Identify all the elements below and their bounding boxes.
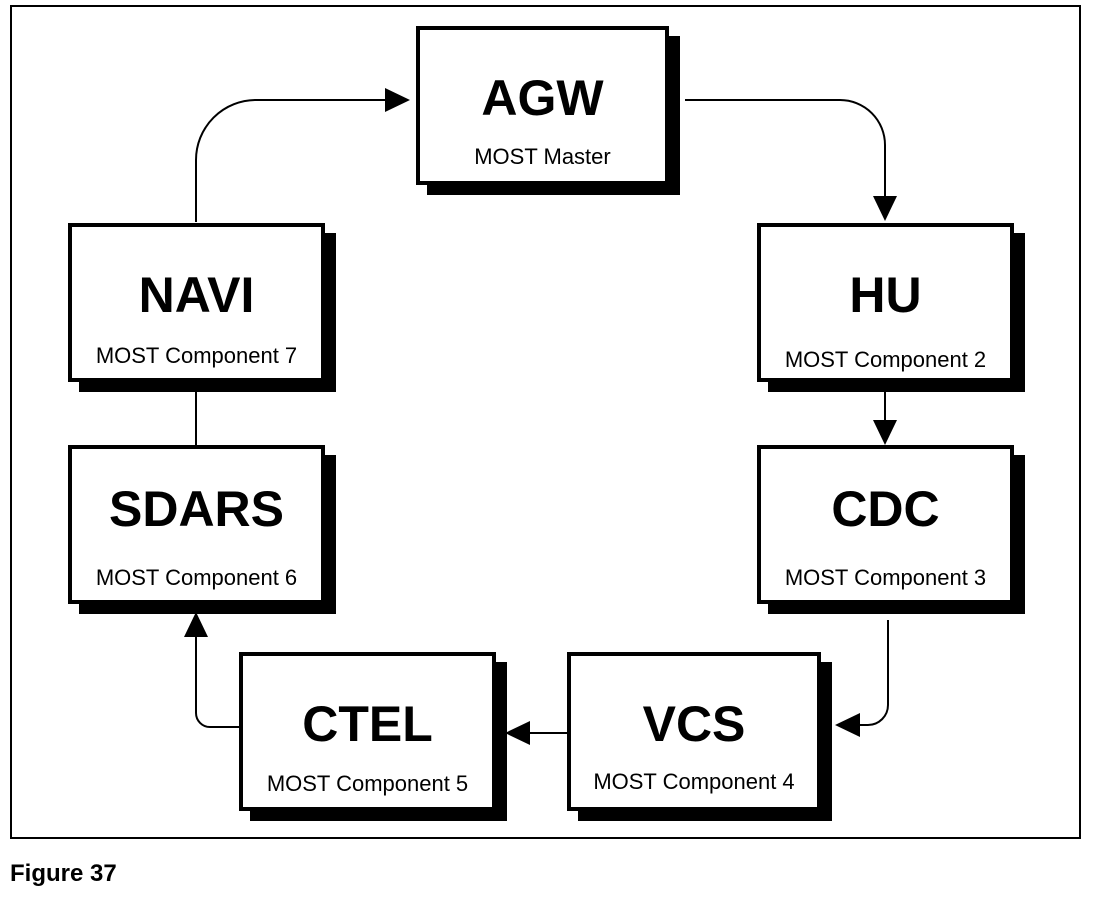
node-vcs-subtitle: MOST Component 4 — [593, 769, 795, 794]
node-vcs: VCS MOST Component 4 — [567, 652, 821, 811]
node-vcs-title: VCS — [642, 696, 746, 752]
arrowhead-ctel — [505, 721, 530, 745]
node-sdars: SDARS MOST Component 6 — [68, 445, 325, 604]
node-navi-subtitle: MOST Component 7 — [95, 343, 298, 368]
node-agw: AGW MOST Master — [416, 26, 669, 185]
node-sdars-title: SDARS — [108, 481, 285, 537]
diagram-frame — [10, 5, 1081, 839]
node-agw-subtitle: MOST Master — [474, 144, 611, 169]
node-hu-title: HU — [849, 267, 922, 323]
arrowhead-agw — [385, 88, 410, 112]
node-ctel: CTEL MOST Component 5 — [239, 652, 496, 811]
arrowhead-hu — [873, 196, 897, 221]
arrowhead-vcs — [835, 713, 860, 737]
edge-ctel-to-sdars — [195, 637, 240, 728]
node-sdars-subtitle: MOST Component 6 — [95, 565, 298, 590]
node-cdc-title: CDC — [831, 481, 940, 537]
edge-navi-to-agw — [195, 99, 385, 222]
node-navi-title: NAVI — [138, 267, 255, 323]
node-cdc: CDC MOST Component 3 — [757, 445, 1014, 604]
figure-caption: Figure 37 — [10, 860, 117, 887]
node-agw-title: AGW — [481, 70, 604, 126]
edge-cdc-to-vcs — [860, 620, 889, 726]
node-navi: NAVI MOST Component 7 — [68, 223, 325, 382]
node-ctel-subtitle: MOST Component 5 — [266, 771, 469, 796]
node-hu: HU MOST Component 2 — [757, 223, 1014, 382]
node-hu-subtitle: MOST Component 2 — [784, 347, 987, 372]
arrowhead-cdc — [873, 420, 897, 445]
arrowhead-sdars — [184, 612, 208, 637]
node-ctel-title: CTEL — [302, 696, 433, 752]
edge-agw-to-hu — [685, 99, 886, 196]
node-cdc-subtitle: MOST Component 3 — [784, 565, 987, 590]
